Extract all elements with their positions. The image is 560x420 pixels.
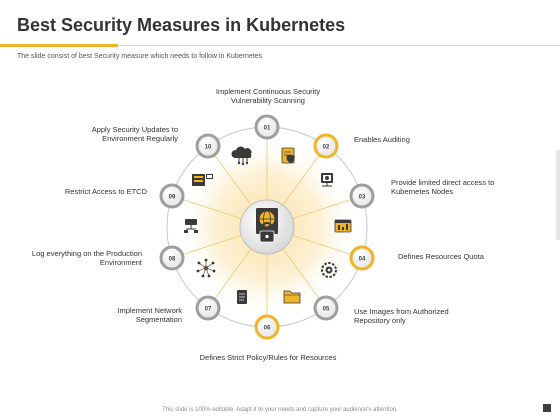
document-icon bbox=[237, 290, 247, 304]
measure-label-03: Provide limited direct access to Kuberne… bbox=[391, 178, 495, 197]
monitor-network-icon bbox=[321, 173, 333, 187]
svg-text:05: 05 bbox=[323, 307, 330, 313]
svg-text:10: 10 bbox=[205, 145, 212, 151]
page-title: Best Security Measures in Kubernetes bbox=[17, 15, 346, 35]
folder-icon bbox=[283, 290, 301, 304]
svg-text:08: 08 bbox=[169, 257, 176, 263]
server-rack-icon bbox=[192, 174, 213, 186]
document-shield-icon bbox=[281, 147, 295, 164]
node-10: 10 bbox=[195, 133, 221, 159]
node-09: 09 bbox=[159, 183, 185, 209]
measure-label-01: Implement Continuous Security Vulnerabil… bbox=[215, 87, 321, 106]
svg-text:07: 07 bbox=[205, 307, 212, 313]
svg-text:09: 09 bbox=[169, 195, 176, 201]
svg-text:02: 02 bbox=[323, 145, 330, 151]
svg-text:01: 01 bbox=[264, 126, 271, 132]
node-06: 06 bbox=[254, 314, 280, 340]
svg-text:06: 06 bbox=[264, 326, 271, 332]
footer-note: This slide is 100% editable. Adapt it to… bbox=[162, 407, 398, 413]
title-accent-bar bbox=[0, 44, 118, 47]
browser-chart-icon bbox=[334, 219, 352, 233]
edge-decoration bbox=[556, 150, 560, 240]
network-nodes-icon bbox=[196, 258, 216, 278]
title-divider bbox=[118, 45, 560, 46]
footer-mark bbox=[543, 404, 551, 412]
node-03: 03 bbox=[349, 183, 375, 209]
measure-label-08: Log everything on the Production Environ… bbox=[31, 249, 142, 268]
server-network-icon bbox=[184, 219, 198, 233]
node-08: 08 bbox=[159, 245, 185, 271]
measure-label-06: Defines Strict Policy/Rules for Resource… bbox=[199, 353, 337, 362]
gear-network-icon bbox=[321, 262, 337, 278]
svg-text:03: 03 bbox=[359, 195, 366, 201]
measure-label-07: Implement Network Segmentation bbox=[117, 306, 182, 325]
node-02: 02 bbox=[313, 133, 339, 159]
cloud-network-icon bbox=[231, 146, 252, 166]
measure-label-10: Apply Security Updates to Environment Re… bbox=[91, 125, 178, 144]
node-05: 05 bbox=[313, 295, 339, 321]
node-01: 01 bbox=[254, 114, 280, 140]
measure-label-04: Defines Resources Quota bbox=[398, 252, 484, 261]
globe-lock-icon bbox=[256, 208, 278, 243]
svg-text:04: 04 bbox=[359, 257, 366, 263]
page-subtitle: The slide consist of best Security measu… bbox=[17, 53, 263, 60]
node-04: 04 bbox=[349, 245, 375, 271]
measure-label-05: Use Images from Authorized Repository on… bbox=[354, 307, 449, 326]
measure-label-09: Restrict Access to ETCD bbox=[64, 187, 147, 196]
measure-label-02: Enables Auditing bbox=[354, 135, 410, 144]
node-07: 07 bbox=[195, 295, 221, 321]
